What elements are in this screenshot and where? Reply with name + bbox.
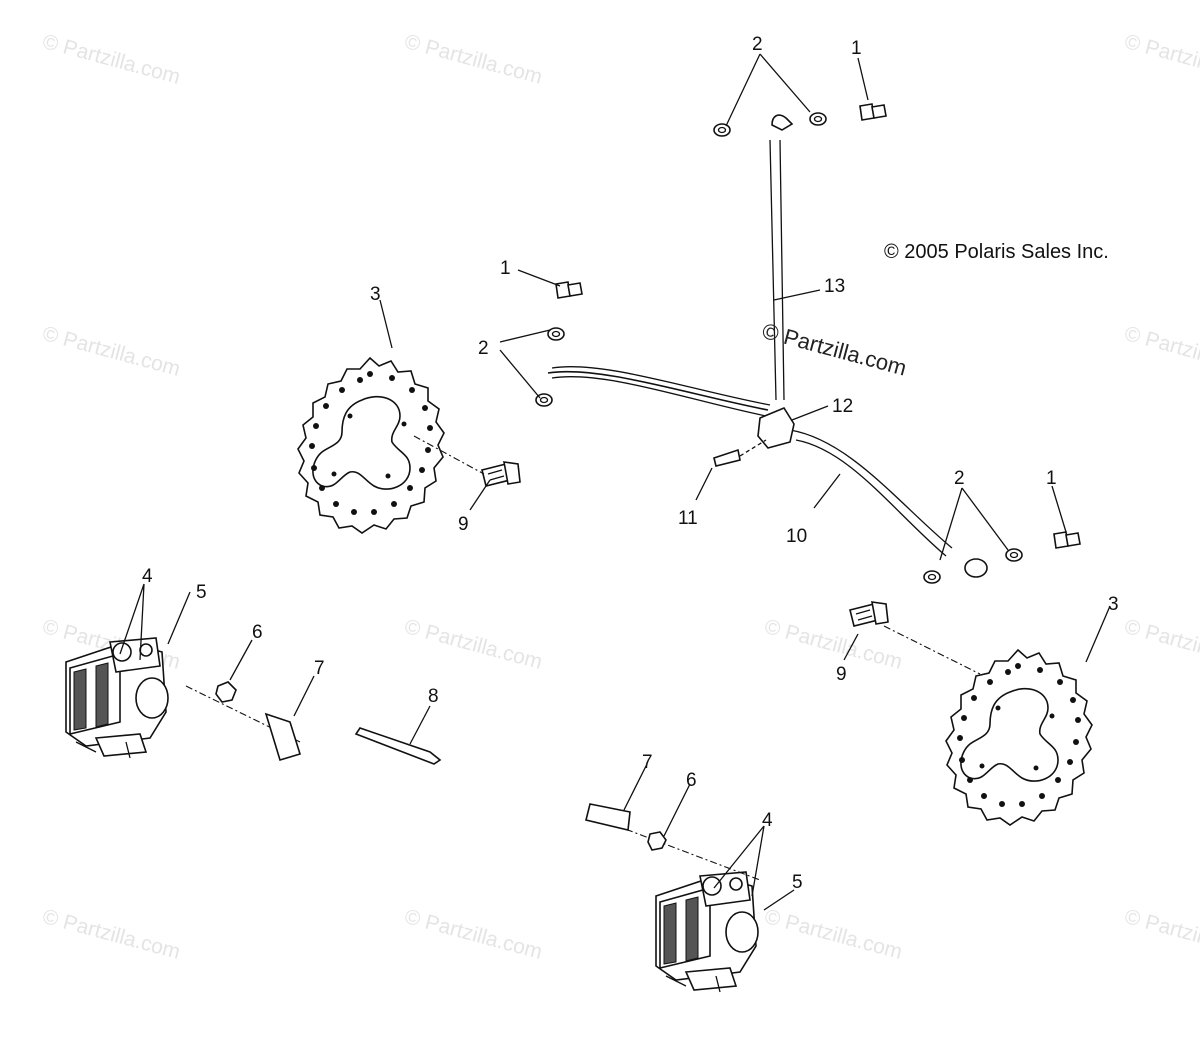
callout-5-bottom: 5	[792, 872, 803, 893]
callout-2-left: 2	[478, 338, 489, 359]
nut-6-bottom	[647, 831, 667, 851]
banjo-bolt-top	[859, 103, 887, 121]
brake-line-vertical-13	[769, 114, 794, 401]
callouts: 2 1 13 1 2 3 12 9 11 10 2 1 4 5 6 7 8 3 …	[142, 34, 1119, 893]
nut-6-left	[215, 681, 237, 703]
banjo-bolt-right	[1053, 531, 1081, 549]
callout-7-left: 7	[314, 658, 325, 679]
brake-rotor-right	[945, 649, 1093, 826]
callout-12: 12	[832, 396, 853, 417]
washer-right-upper	[1005, 548, 1023, 562]
brake-caliper-left	[65, 637, 169, 759]
callout-1-top: 1	[851, 38, 862, 59]
callout-7-bottom: 7	[642, 752, 653, 773]
centerline-right	[883, 625, 981, 675]
callout-1-right: 1	[1046, 468, 1057, 489]
callout-9-left: 9	[458, 514, 469, 535]
brake-line-right-10	[789, 429, 953, 557]
washer-top-right	[809, 112, 827, 126]
callout-13: 13	[824, 276, 845, 297]
callout-4-left: 4	[142, 566, 153, 587]
leader-lines	[119, 53, 1111, 911]
banjo-bolt-left	[555, 281, 583, 299]
washer-right-lower	[923, 570, 941, 584]
callout-2-right: 2	[954, 468, 965, 489]
callout-11: 11	[678, 508, 698, 529]
washer-left-upper	[547, 327, 565, 341]
callout-1-left: 1	[500, 258, 511, 279]
centerline-left	[413, 435, 485, 475]
axle-bolt-right	[849, 601, 889, 627]
pin-8	[354, 727, 442, 765]
sleeve-7-left	[264, 712, 302, 761]
brake-rotor-left	[297, 357, 445, 534]
callout-3-left: 3	[370, 284, 381, 305]
callout-8: 8	[428, 686, 439, 707]
bolt-11	[713, 439, 767, 467]
tee-block-12	[757, 407, 795, 449]
callout-6-left: 6	[252, 622, 263, 643]
callout-10: 10	[786, 526, 807, 547]
callout-2-top: 2	[752, 34, 763, 55]
brake-line-left	[547, 366, 771, 417]
callout-9-right: 9	[836, 664, 847, 685]
copyright-notice: © 2005 Polaris Sales Inc.	[884, 241, 1109, 263]
callout-4-bottom: 4	[762, 810, 773, 831]
callout-3-right: 3	[1108, 594, 1119, 615]
callout-6-bottom: 6	[686, 770, 697, 791]
banjo-fitting-right	[964, 558, 988, 578]
callout-5-left: 5	[196, 582, 207, 603]
brake-caliper-bottom	[655, 871, 759, 993]
washer-top-left	[713, 123, 731, 137]
sleeve-7-bottom	[585, 803, 631, 831]
centerline-caliper-bottom	[611, 823, 761, 881]
